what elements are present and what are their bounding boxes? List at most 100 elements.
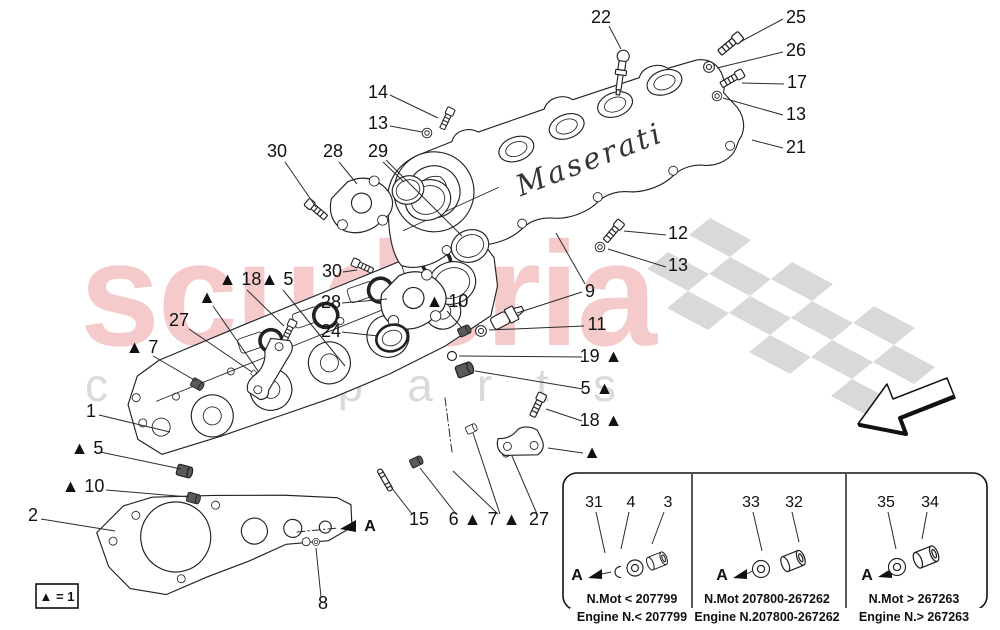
callout-label: 32 — [785, 494, 803, 511]
leader-line — [99, 451, 182, 470]
callout-label: ▲ 10 — [426, 291, 469, 311]
sensor-drawing — [490, 305, 525, 330]
callout-label: 9 — [585, 281, 595, 301]
washer-icon — [626, 559, 644, 577]
callout-label: 19 ▲ — [580, 346, 623, 366]
panel-engine-3: Engine N.> 267263 — [859, 610, 969, 624]
callout-label: 15 — [409, 509, 429, 529]
leader-line — [390, 486, 413, 515]
leader-line — [382, 161, 405, 183]
bracket-drawing — [246, 337, 293, 401]
leader-line — [921, 511, 928, 540]
section-a-marker: A — [340, 518, 376, 535]
seal-ring-29 — [450, 229, 490, 263]
panel-nmot-3: N.Mot > 267263 — [869, 592, 960, 606]
text-backplate — [844, 608, 984, 628]
callout-label: 2 — [28, 505, 38, 525]
leader-line — [722, 97, 784, 116]
leader-line — [284, 161, 317, 208]
callout-label: 14 — [368, 82, 388, 102]
callout-label: ▲ 5 — [261, 269, 294, 289]
panel-section-3: A N.Mot > 267263 Engine N.> 267263 — [844, 544, 984, 628]
callout-label: 3 — [664, 494, 673, 511]
leader-line — [98, 414, 171, 433]
callout-label: 13 — [786, 104, 806, 124]
bushing-icon — [778, 548, 808, 574]
engine-number-panel: A N.Mot < 207799 Engine N.< 207799 A N.M… — [562, 472, 988, 628]
leader-line — [282, 289, 346, 367]
washer-8 — [312, 538, 320, 546]
panel-a-label: A — [861, 567, 873, 584]
leader-line — [452, 470, 499, 515]
leader-line — [620, 511, 630, 550]
washer-26 — [703, 61, 715, 73]
engine-line-art: Maserati — [96, 30, 746, 596]
seal-ring-29 — [391, 175, 425, 205]
panel-section-2: A N.Mot 207800-267262 Engine N.207800-26… — [689, 548, 845, 628]
leader-line — [315, 547, 322, 598]
leader-line — [385, 159, 463, 237]
checker-cell — [689, 218, 751, 257]
leader-line — [341, 331, 379, 337]
leader-line — [389, 125, 423, 133]
callout-label: 13 — [368, 113, 388, 133]
panel-a-label: A — [571, 567, 583, 584]
leader-line — [716, 51, 784, 69]
seal-ring-24 — [375, 323, 409, 353]
checker-cell — [709, 257, 771, 296]
callout-label: 25 — [786, 7, 806, 27]
callout-label: 12 — [668, 223, 688, 243]
leader-line — [188, 328, 253, 373]
washer-11 — [475, 325, 487, 337]
panel-nmot-1: N.Mot < 207799 — [587, 592, 678, 606]
stud-drawing — [376, 468, 394, 492]
panel-nmot-2: N.Mot 207800-267262 — [704, 592, 830, 606]
callout-label: 7 ▲ — [488, 509, 521, 529]
callout-label: 28 — [321, 292, 341, 312]
callout-label: 31 — [585, 494, 603, 511]
section-arrow-icon — [340, 520, 356, 532]
leader-line — [105, 489, 190, 498]
callout-label: 33 — [742, 494, 760, 511]
callout-label: 28 — [323, 141, 343, 161]
callout-label: 4 — [627, 494, 636, 511]
checker-cell — [853, 306, 915, 345]
bracket-drawing — [496, 426, 544, 456]
bolt-25 — [716, 30, 745, 58]
leader-line — [472, 432, 501, 515]
direction-arrow-icon — [857, 377, 956, 436]
leader-line — [791, 511, 800, 543]
panel-arrow-icon — [588, 569, 602, 579]
checker-cell — [791, 301, 853, 340]
cap-7 — [464, 422, 479, 435]
callout-label: 30 — [322, 261, 342, 281]
leader-line — [474, 370, 584, 390]
leader-line — [751, 139, 784, 149]
panel-engine-1: Engine N.< 207799 — [577, 610, 687, 624]
breather-valve-drawing — [614, 49, 630, 96]
callout-label: ▲ 7 — [126, 337, 159, 357]
leader-line — [595, 511, 606, 554]
callout-label: 5 ▲ — [581, 378, 614, 398]
leader-line — [212, 305, 259, 372]
bushing-icon — [644, 550, 670, 572]
washer-icon — [751, 559, 771, 579]
panel-arrow-icon — [878, 568, 892, 578]
text-backplate — [570, 608, 694, 628]
leader-line — [741, 82, 785, 85]
leader-line — [342, 269, 358, 273]
callout-label: 8 — [318, 593, 328, 613]
checker-cell — [667, 291, 729, 330]
callout-label: 13 — [668, 255, 688, 275]
panel-arrow-icon — [733, 569, 747, 579]
callout-label: ▲ — [198, 287, 216, 307]
panel-engine-2: Engine N.207800-267262 — [694, 610, 839, 624]
callout-label: 22 — [591, 7, 611, 27]
callout-label: 18 ▲ — [580, 410, 623, 430]
legend-border — [35, 583, 79, 609]
cap-19 — [446, 350, 458, 362]
callout-label: ▲ 5 — [71, 438, 104, 458]
checker-cell — [873, 345, 935, 384]
